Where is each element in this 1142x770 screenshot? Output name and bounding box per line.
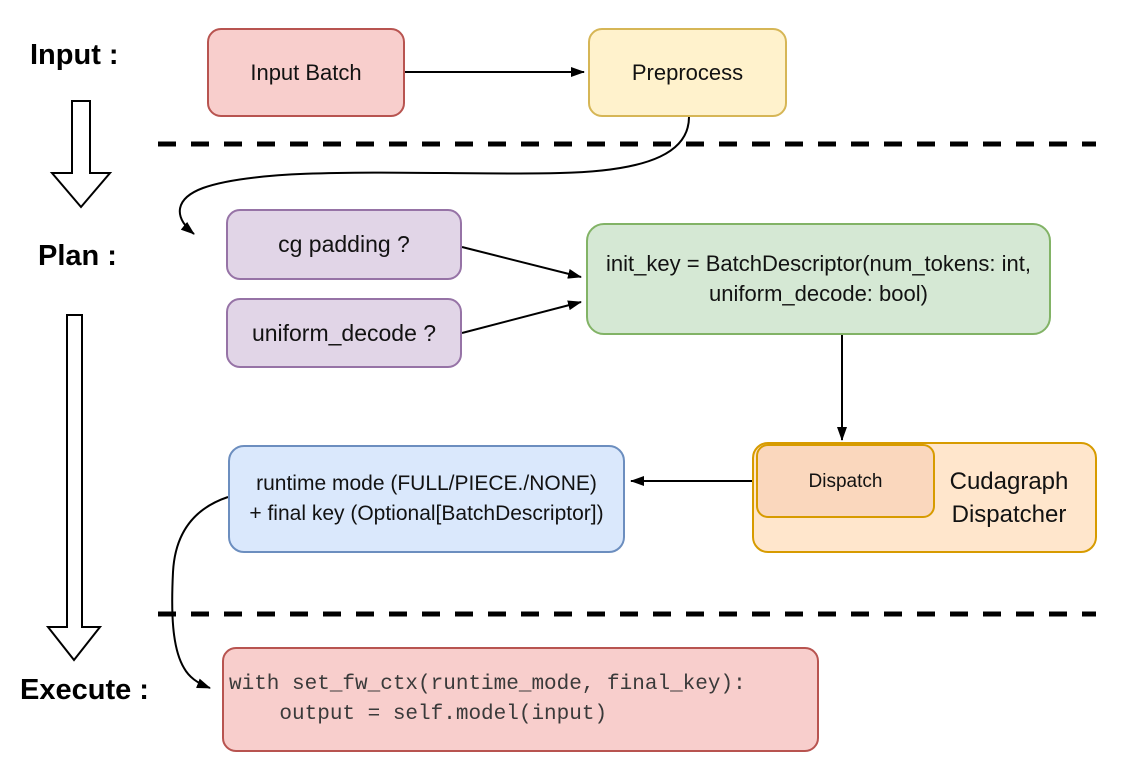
node-init-key-line2: uniform_decode: bool) xyxy=(709,281,928,306)
node-cudagraph-dispatcher: Dispatch Cudagraph Dispatcher xyxy=(752,442,1097,553)
cudagraph-title-line2: Dispatcher xyxy=(951,500,1067,528)
execute-code-line1: with set_fw_ctx(runtime_mode, final_key)… xyxy=(229,672,746,696)
connector-uniformdecode-initkey xyxy=(461,300,582,334)
connector-preprocess-cgpadding xyxy=(178,116,690,235)
input-to-plan-arrow-icon xyxy=(49,100,113,209)
node-runtime-mode-line2: + final key (Optional[BatchDescriptor]) xyxy=(249,502,604,525)
cudagraph-dispatcher-title: Cudagraph Dispatcher xyxy=(929,444,1089,551)
node-input-batch: Input Batch xyxy=(207,28,405,117)
node-dispatch-label: Dispatch xyxy=(808,470,883,492)
node-uniform-decode-label: uniform_decode ? xyxy=(251,319,437,346)
plan-to-execute-arrow-icon xyxy=(45,314,103,662)
node-input-batch-label: Input Batch xyxy=(250,60,362,85)
cudagraph-title-line1: Cudagraph xyxy=(949,467,1069,495)
node-runtime-mode: runtime mode (FULL/PIECE./NONE) + final … xyxy=(228,445,625,553)
node-execute-code: with set_fw_ctx(runtime_mode, final_key)… xyxy=(222,647,819,752)
node-cg-padding-label: cg padding ? xyxy=(278,231,410,257)
node-dispatch: Dispatch xyxy=(756,444,935,518)
node-uniform-decode: uniform_decode ? xyxy=(226,298,462,368)
node-preprocess-label: Preprocess xyxy=(631,60,744,85)
node-preprocess: Preprocess xyxy=(588,28,787,117)
node-runtime-mode-line1: runtime mode (FULL/PIECE./NONE) xyxy=(256,472,597,495)
node-init-key-line1: init_key = BatchDescriptor(num_tokens: i… xyxy=(606,251,1031,276)
section-label-input: Input : xyxy=(30,39,119,71)
section-label-plan: Plan : xyxy=(38,240,117,272)
connector-cgpadding-initkey xyxy=(461,246,582,279)
node-init-key: init_key = BatchDescriptor(num_tokens: i… xyxy=(586,223,1051,335)
section-label-execute: Execute : xyxy=(20,674,149,706)
execute-code-line2: output = self.model(input) xyxy=(229,702,608,726)
connector-runtimemode-executecode xyxy=(171,496,229,689)
node-cg-padding: cg padding ? xyxy=(226,209,462,280)
